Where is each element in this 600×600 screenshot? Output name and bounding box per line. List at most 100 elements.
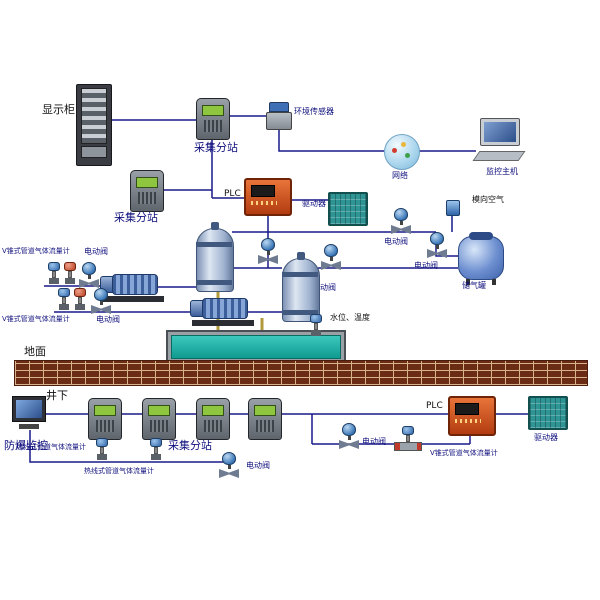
transmitter-cap (310, 314, 322, 323)
transmitter-neck (154, 447, 158, 454)
globe-dot-green (405, 153, 410, 158)
valve-stem (87, 275, 91, 279)
gas-tank-label: 储气罐 (462, 281, 486, 290)
vertical-tank-1 (196, 222, 234, 292)
transmitter-flange (59, 304, 69, 310)
pump-motor-2 (190, 296, 256, 326)
valve-actuator (82, 262, 96, 275)
substation-grille (96, 420, 114, 432)
motor-body (202, 298, 248, 319)
pump-motor-1 (100, 272, 166, 302)
transmitter-neck (68, 271, 72, 278)
monitor-base (19, 424, 39, 429)
gas-storage-tank (458, 232, 504, 285)
valve-mid-label: 电动阀 (312, 283, 336, 292)
ground-label: 地面 (24, 345, 46, 358)
signal-wires (29, 115, 528, 463)
transmitter-neck (62, 297, 66, 304)
brick-ground-band (14, 360, 588, 386)
valve-stem (329, 257, 333, 261)
valve-stem (99, 301, 103, 305)
monitor-host-computer (472, 118, 526, 166)
valve-actuator (94, 288, 108, 301)
transmitter-cap (48, 262, 60, 271)
meter-cap (402, 426, 414, 435)
valve-actuator (430, 232, 444, 245)
motor-body (112, 274, 158, 295)
vcone-flow-meter-underground (394, 426, 422, 454)
collection-substation-u2 (142, 398, 176, 440)
exproof-monitor-computer (12, 396, 52, 436)
substation-underground-label: 采集分站 (168, 439, 212, 452)
meter-neck (406, 435, 410, 442)
valve-body (391, 225, 411, 234)
plc-box-underground (448, 396, 496, 436)
substation-screen (94, 405, 116, 416)
plc-screen (251, 185, 275, 197)
keyboard (472, 151, 526, 161)
transmitter-cap (96, 438, 108, 447)
driver-underground-label: 驱动器 (534, 433, 558, 442)
substation-grille (204, 120, 222, 132)
tank-nozzle (297, 252, 305, 260)
plc-screen (455, 403, 479, 415)
substation-screen (148, 405, 170, 416)
air-inlet-nozzle (446, 200, 460, 216)
water-level-temp-label: 水位、温度 (330, 313, 370, 322)
valve-stem (399, 221, 403, 225)
valve-actuator (324, 244, 338, 257)
valve-stem (266, 251, 270, 255)
network-globe-icon (384, 134, 420, 170)
monitor-host-label: 监控主机 (486, 167, 518, 176)
monitor-screen (16, 400, 42, 418)
transmitter-flange (49, 278, 59, 284)
valve-body (79, 279, 99, 288)
environment-sensor (266, 102, 292, 130)
network-label: 网络 (392, 171, 408, 180)
pump-base (102, 296, 164, 302)
transmitter-flange (311, 330, 321, 336)
water-pool (166, 330, 346, 364)
hotwire-transmitter-1 (96, 438, 108, 462)
plc-surface-label: PLC (224, 189, 241, 199)
substation-screen (254, 405, 276, 416)
transmitter-neck (100, 447, 104, 454)
sensor-body (266, 112, 292, 130)
valve-actuator (261, 238, 275, 251)
substation-2-label: 采集分站 (114, 211, 158, 224)
valve-body (339, 440, 359, 449)
transmitter-flange (97, 454, 107, 460)
valve-body (321, 261, 341, 270)
collection-substation-2 (130, 170, 164, 212)
transmitter-flange (151, 454, 161, 460)
hotwire-meter-2-label: 热线式管道气体流量计 (84, 467, 154, 475)
vertical-tank-2 (282, 252, 320, 322)
transmitter-flange (75, 304, 85, 310)
collection-substation-u4 (248, 398, 282, 440)
electric-valve-mid (320, 244, 342, 272)
substation-screen (202, 405, 224, 416)
driver-box-underground (528, 396, 568, 430)
rack-lower-panel (81, 146, 107, 158)
transmitter-neck (52, 271, 56, 278)
valve-actuator (342, 423, 356, 436)
substation-grille (204, 420, 222, 432)
tank-nozzle (211, 222, 219, 230)
plc-indicators (455, 419, 481, 423)
exproof-monitor-label: 防爆监控 (4, 439, 48, 452)
monitor (12, 396, 46, 422)
flow-transmitter-red (64, 262, 76, 286)
transmitter-flange (65, 278, 75, 284)
vcone-meter-2-label: V锥式管道气体流量计 (2, 315, 70, 323)
transmitter-cap (64, 262, 76, 271)
valve-air-label: 电动阀 (384, 237, 408, 246)
valve-underground-right-label: 电动阀 (362, 437, 386, 446)
flow-transmitter (58, 288, 70, 312)
vcone-meter-1-label: V锥式管道气体流量计 (2, 247, 70, 255)
collection-substation-1 (196, 98, 230, 140)
display-cabinet-label: 显示柜 (42, 103, 75, 116)
electric-valve-tank-inlet (426, 232, 448, 260)
plc-underground-label: PLC (426, 401, 443, 411)
valve-stem (347, 436, 351, 440)
transmitter-cap (74, 288, 86, 297)
